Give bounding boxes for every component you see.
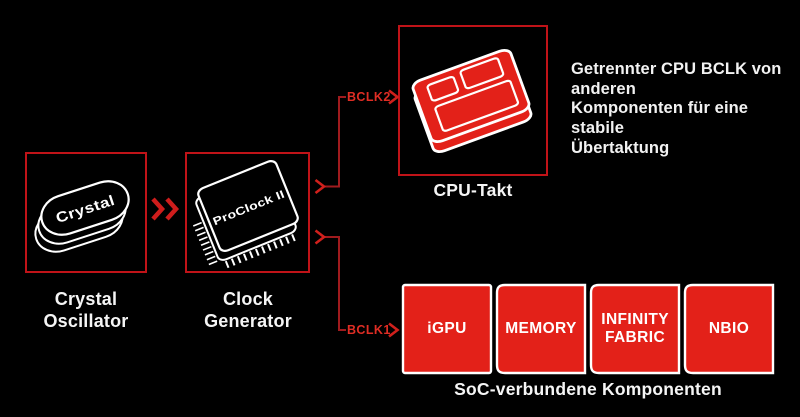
- soc-label-nbio: NBIO: [708, 320, 750, 337]
- crystal-oscillator-box: Crystal: [25, 152, 147, 273]
- cpu-takt-caption: CPU-Takt: [398, 180, 548, 202]
- crystal-icon: Crystal: [27, 154, 144, 270]
- soc-label-igpu: iGPU: [427, 320, 467, 337]
- cpu-die-icon: [400, 27, 545, 173]
- bclk1-line: [325, 236, 346, 331]
- soc-box-igpu: [401, 283, 493, 375]
- annotation-line1: Getrennter CPU BCLK von anderen: [571, 60, 782, 98]
- soc-label-memory: MEMORY: [505, 320, 577, 337]
- chevron-double-icon: [151, 197, 180, 221]
- crystal-caption: Crystal Oscillator: [10, 289, 162, 332]
- cpu-takt-box: [398, 25, 548, 176]
- crystal-caption-line2: Oscillator: [43, 310, 129, 331]
- annotation-line3: Übertaktung: [571, 138, 670, 157]
- clock-generator-caption: Clock Generator: [187, 289, 309, 332]
- clock-caption-line1: Clock: [222, 289, 274, 309]
- soc-caption: SoC-verbundene Komponenten: [403, 379, 773, 401]
- bclk1-label: BCLK1: [347, 323, 391, 337]
- clock-out-bottom-arrow-icon: [314, 229, 327, 245]
- soc-components-row: [401, 283, 775, 375]
- soc-caption-text: SoC-verbundene Komponenten: [454, 379, 722, 399]
- soc-box-memory: [495, 283, 587, 375]
- bclk2-label: BCLK2: [347, 90, 391, 104]
- soc-box-nbio: [683, 283, 775, 375]
- soc-label-infinity-fabric: INFINITY FABRIC: [601, 311, 670, 346]
- annotation-line2: Komponenten für eine stabile: [571, 99, 749, 138]
- clock-out-top-arrow-icon: [314, 178, 327, 195]
- annotation-text: Getrennter CPU BCLK von anderen Komponen…: [571, 60, 796, 159]
- cpu-caption-text: CPU-Takt: [433, 180, 513, 200]
- clock-caption-line2: Generator: [204, 310, 292, 331]
- crystal-caption-line1: Crystal: [54, 289, 118, 309]
- bclk2-line: [325, 96, 346, 188]
- soc-box-infinity-fabric: [589, 283, 681, 375]
- clock-generator-box: ProClock II: [185, 152, 310, 273]
- clock-chip-icon: ProClock II: [192, 154, 307, 269]
